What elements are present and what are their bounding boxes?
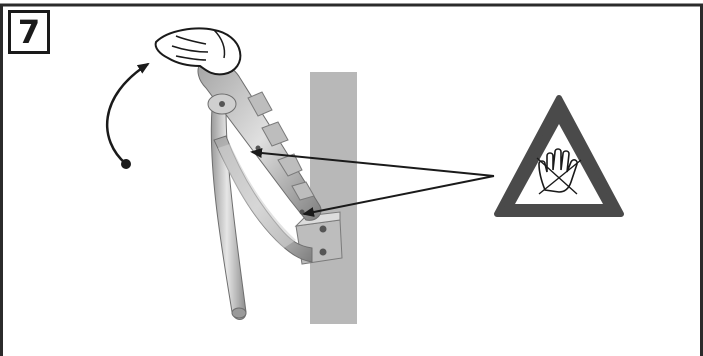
grab-rail-support-arm — [213, 135, 313, 263]
grab-rail-leg — [210, 107, 247, 320]
hand-crush-warning-icon — [494, 95, 624, 217]
grab-rail-folding-arm — [197, 62, 322, 221]
hand-icon — [154, 27, 242, 76]
wall-panel — [310, 72, 357, 324]
step-number: 7 — [17, 13, 41, 51]
pinch-point-pointer-arrows — [250, 148, 495, 217]
step-number-box: 7 — [8, 10, 50, 54]
curved-rotation-arrow-icon — [105, 62, 150, 169]
